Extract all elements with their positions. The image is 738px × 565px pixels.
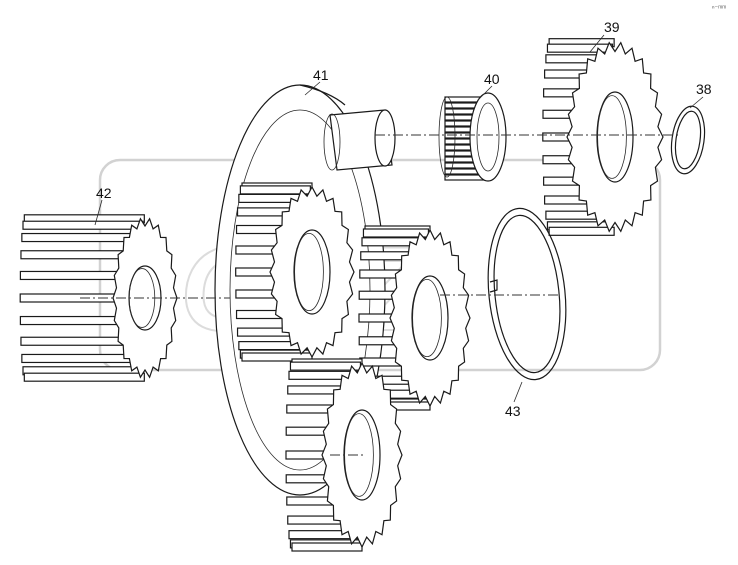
gear-39 (542, 38, 664, 236)
gear-tooth-bar (548, 226, 615, 236)
leader-lines (94, 34, 704, 403)
gear-tooth-bar (22, 220, 144, 230)
snap-ring-38 (670, 105, 706, 175)
callout-42: 42 (96, 185, 112, 201)
gear-bore-inner (597, 95, 627, 179)
carrier-shaft (323, 109, 396, 171)
gear-bore-inner (294, 232, 324, 312)
sun-gear-42 (19, 214, 178, 382)
bearing-inner-race (476, 102, 500, 172)
gear-bore-inner (412, 278, 442, 358)
bearing-40 (438, 92, 507, 182)
planet-gear-upper (235, 182, 355, 362)
callout-39: 39 (604, 19, 620, 35)
gear-tooth-bar (23, 372, 145, 382)
gear-tooth-bar (546, 43, 614, 53)
snap-ring-43 (487, 207, 567, 381)
bearing-face (469, 92, 507, 182)
callout-38: 38 (696, 81, 712, 97)
center-lines (80, 134, 680, 456)
bearing-back-face (438, 96, 456, 178)
callout-40: 40 (484, 71, 500, 87)
corner-mark: ⁿ⁻ᵐᵐ (712, 5, 726, 12)
callout-41: 41 (313, 67, 329, 83)
callout-43: 43 (505, 403, 521, 419)
planet-gear-middle (358, 225, 471, 411)
gear-tooth-bar (289, 361, 362, 371)
